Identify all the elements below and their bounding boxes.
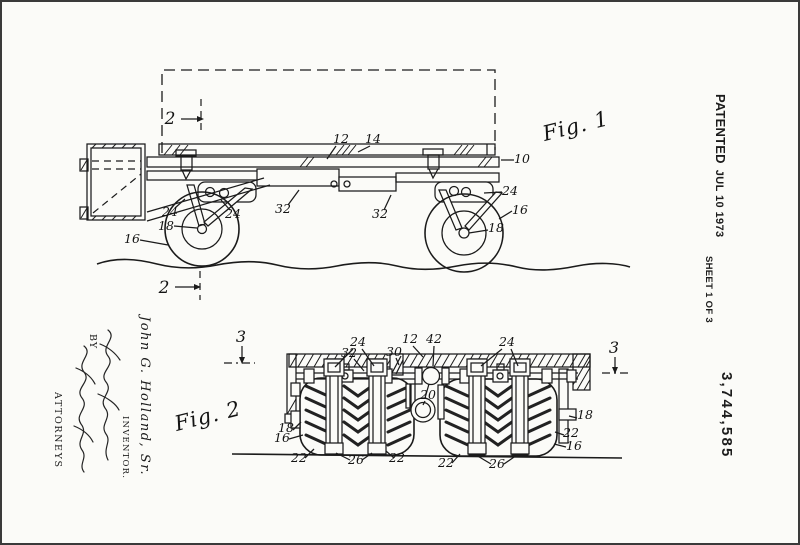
attorney-signatures bbox=[64, 324, 124, 476]
leader-line bbox=[289, 435, 303, 439]
ref-numeral: 16 bbox=[124, 231, 140, 246]
ref-numeral: 32 bbox=[275, 201, 291, 216]
leader-line bbox=[384, 195, 391, 210]
leader-line bbox=[504, 455, 517, 464]
leader-line bbox=[335, 349, 353, 367]
ref-numeral: 26 bbox=[488, 456, 505, 471]
rear-kingpin bbox=[423, 149, 443, 178]
right-end-plate bbox=[559, 369, 568, 443]
leader-line bbox=[569, 416, 577, 418]
leader-line bbox=[396, 358, 399, 365]
patented-date-header: PATENTED JUL 10 1973 bbox=[713, 94, 728, 238]
leader-line bbox=[413, 346, 423, 357]
ref-numeral: 22 bbox=[388, 450, 405, 465]
section-line-2 bbox=[175, 99, 204, 300]
ref-numeral: 22 bbox=[437, 455, 454, 470]
leader-line bbox=[362, 453, 372, 460]
leader-line bbox=[452, 454, 460, 463]
leader-line bbox=[433, 346, 434, 366]
ref-numeral: 30 bbox=[386, 344, 402, 359]
inventor-name: John G. Holland, Sr. bbox=[137, 316, 152, 477]
ref-numeral: 16 bbox=[566, 438, 582, 453]
ball-joint bbox=[423, 368, 440, 385]
ref-numeral: 42 bbox=[425, 331, 442, 346]
ground-line bbox=[97, 259, 630, 269]
front-wheel bbox=[165, 192, 239, 266]
patented-label: PATENTED bbox=[713, 94, 728, 164]
leader-line bbox=[358, 146, 370, 152]
ref-numeral: 18 bbox=[577, 407, 593, 422]
rail-hatching bbox=[164, 145, 492, 167]
leader-line bbox=[484, 192, 502, 193]
leader-line bbox=[336, 453, 350, 460]
ref-numeral: 12 bbox=[333, 131, 349, 146]
ref-numeral: 24 bbox=[498, 334, 515, 349]
ref-numeral: 18 bbox=[488, 220, 504, 235]
hitch-box bbox=[80, 144, 145, 220]
leader-line bbox=[423, 401, 425, 405]
leader-line bbox=[221, 200, 230, 210]
bed-dashed-outline bbox=[162, 70, 495, 153]
ref-numeral: 32 bbox=[341, 345, 357, 360]
sheet-number: SHEET 1 OF 3 bbox=[703, 256, 714, 323]
leader-line bbox=[499, 211, 512, 219]
front-kingpin bbox=[176, 150, 196, 179]
ref-numeral: 3 bbox=[609, 338, 619, 357]
ref-numeral: 16 bbox=[512, 202, 528, 217]
ref-numeral: 2 bbox=[158, 278, 170, 298]
attorneys-label: ATTORNEYS bbox=[52, 392, 63, 469]
section-line-3 bbox=[224, 346, 629, 374]
ref-numeral: 20 bbox=[419, 387, 436, 402]
patent-number: 3,744,585 bbox=[718, 372, 735, 459]
leader-line bbox=[476, 455, 491, 464]
patent-date: JUL 10 1973 bbox=[713, 169, 725, 238]
ref-numeral: 24 bbox=[349, 334, 366, 349]
ref-numeral: 24 bbox=[501, 183, 518, 198]
ref-numeral: 3 bbox=[236, 327, 246, 346]
leader-line bbox=[386, 451, 394, 458]
leader-line bbox=[362, 349, 374, 366]
frame-rails bbox=[147, 144, 499, 191]
leader-line bbox=[554, 444, 566, 447]
ref-numeral: 16 bbox=[274, 430, 290, 445]
leader-line bbox=[511, 349, 518, 366]
leader-line bbox=[469, 230, 488, 233]
leader-line bbox=[327, 146, 336, 159]
ground-line bbox=[232, 454, 622, 458]
ref-numeral: 18 bbox=[278, 420, 294, 435]
ref-numeral: 24 bbox=[161, 204, 178, 219]
leader-line bbox=[305, 449, 314, 458]
ref-numeral: 24 bbox=[224, 206, 241, 221]
ref-numeral: 14 bbox=[365, 131, 381, 146]
ref-numeral: 26 bbox=[347, 452, 364, 467]
tread-lugs bbox=[306, 386, 550, 445]
leader-line bbox=[288, 190, 299, 205]
ref-numeral: 32 bbox=[372, 206, 388, 221]
ref-numeral: 22 bbox=[562, 425, 579, 440]
clamp-bands bbox=[324, 359, 530, 455]
ref-numeral: 22 bbox=[290, 450, 307, 465]
leader-line bbox=[481, 349, 502, 366]
ref-numeral: 12 bbox=[402, 331, 418, 346]
leader-line bbox=[175, 199, 185, 208]
ref-numeral: 10 bbox=[514, 151, 530, 166]
leader-line bbox=[354, 359, 364, 371]
leader-line bbox=[140, 240, 168, 245]
ref-numeral: 18 bbox=[158, 218, 174, 233]
leader-line bbox=[293, 422, 301, 430]
ref-numeral: 2 bbox=[164, 109, 176, 129]
hitch-ring bbox=[406, 384, 444, 422]
leader-line bbox=[555, 432, 564, 435]
leader-line bbox=[174, 226, 197, 228]
